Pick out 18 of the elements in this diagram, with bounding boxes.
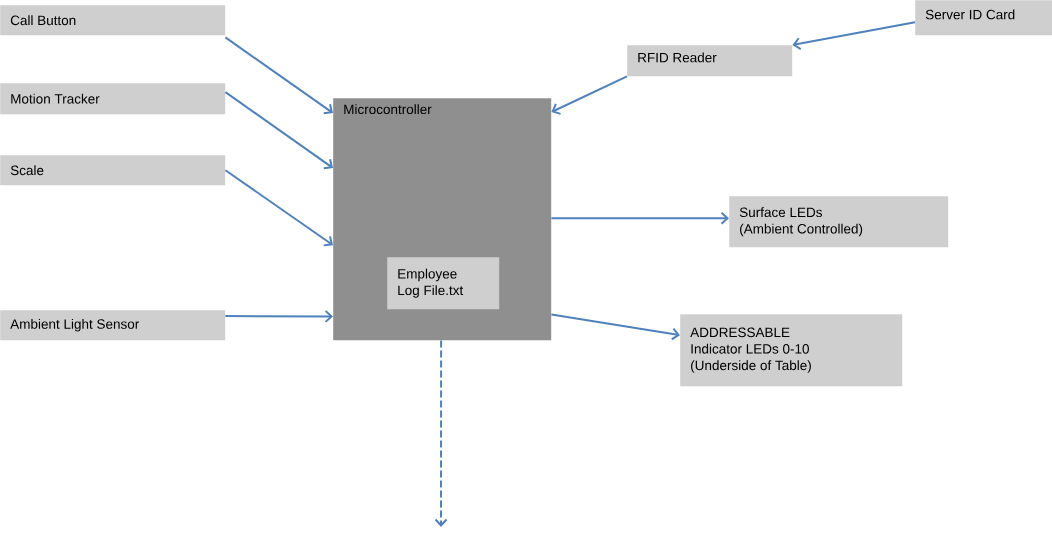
label-box: Surface LEDs (Ambient Controlled) bbox=[729, 196, 949, 248]
label-box: Motion Tracker bbox=[0, 83, 226, 115]
label-box: RFID Reader bbox=[627, 45, 793, 77]
arrow bbox=[224, 36, 333, 115]
arrow bbox=[224, 91, 333, 170]
arrow bbox=[550, 211, 729, 225]
arrow bbox=[224, 309, 333, 323]
arrow bbox=[434, 339, 448, 527]
label-box: ADDRESSABLE Indicator LEDs 0-10 (Underside of Table) bbox=[680, 314, 903, 387]
label-box: Server ID Card bbox=[915, 0, 1052, 36]
label-box: Call Button bbox=[0, 5, 226, 36]
label-box: Scale bbox=[0, 155, 226, 186]
file-box: Employee Log File.txt bbox=[387, 257, 500, 310]
arrow bbox=[224, 169, 333, 247]
arrow bbox=[551, 75, 628, 115]
arrow bbox=[550, 313, 680, 341]
arrow bbox=[792, 21, 916, 51]
label-box: Ambient Light Sensor bbox=[0, 310, 226, 341]
